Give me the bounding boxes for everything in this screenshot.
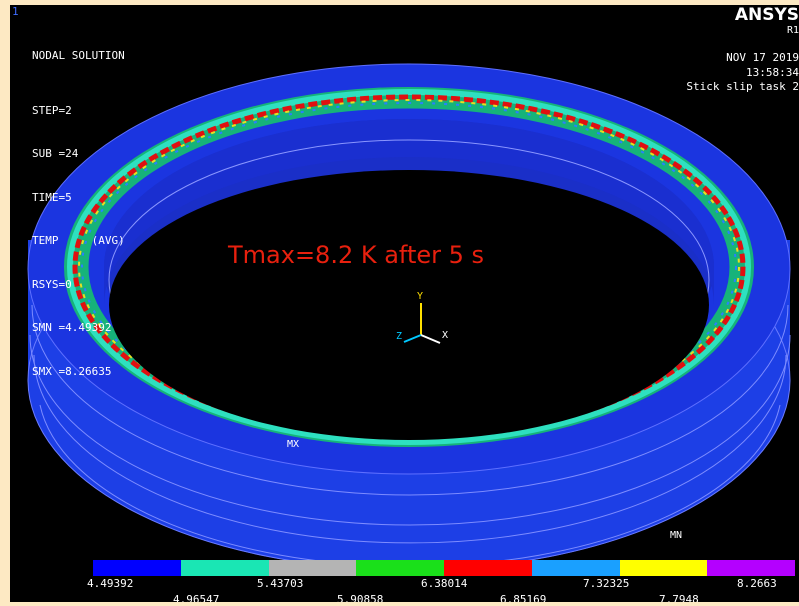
ring-top-outline <box>27 63 791 475</box>
contact-band-cyan <box>67 89 751 445</box>
min-marker: MN <box>670 530 683 541</box>
max-marker: MX <box>287 439 300 450</box>
viewport-number: 1 <box>12 5 19 18</box>
job-title: Stick slip task 2 <box>686 80 799 93</box>
legend-swatch <box>707 560 795 576</box>
info-line-smn: SMN =4.49392 <box>32 321 112 334</box>
ring-model-render <box>27 63 791 571</box>
legend-tick: 7.7948 <box>659 593 699 602</box>
legend-tick: 5.90858 <box>337 593 384 602</box>
info-line-step: STEP=2 <box>32 103 72 117</box>
graphics-window[interactable]: 1 NODAL SOLUTION STEP=2 SUB =24 TIME=5 T… <box>10 5 799 602</box>
legend-tick: 4.49392 <box>87 577 134 590</box>
ring-bore-hole <box>109 170 709 440</box>
legend-swatch <box>268 560 357 576</box>
legend-tick: 4.96547 <box>173 593 220 602</box>
info-line-time: TIME=5 <box>32 190 72 204</box>
legend-tick: 6.85169 <box>500 593 547 602</box>
legend-swatch <box>444 560 532 576</box>
legend-swatch <box>180 560 269 576</box>
legend-color-bar <box>93 560 795 576</box>
y-axis-label: Y <box>417 291 424 302</box>
legend-tick: 6.38014 <box>421 577 468 590</box>
z-axis-arrow <box>403 334 422 343</box>
info-line-smx: SMX =8.26635 <box>32 364 112 378</box>
release-label: R1 <box>786 25 799 36</box>
time-text: 13:58:34 <box>746 65 799 79</box>
x-axis-label: X <box>442 330 449 341</box>
info-line-temp: TEMP (AVG) <box>32 234 125 247</box>
contact-band-yellow <box>78 99 740 435</box>
info-line-sub: SUB =24 <box>32 147 79 160</box>
ring-groove-line <box>33 354 787 544</box>
ansys-logo-text: ANSYS <box>734 5 799 25</box>
legend-swatch <box>356 560 444 576</box>
legend-tick: 8.2663 <box>737 577 777 590</box>
x-axis-arrow <box>420 334 441 344</box>
date-text: NOV 17 2019 <box>726 51 799 64</box>
legend-swatch <box>93 560 181 576</box>
solution-info-panel: NODAL SOLUTION STEP=2 SUB =24 TIME=5 TEM… <box>32 20 125 408</box>
legend-swatch <box>531 560 620 576</box>
ring-inner-wall <box>104 119 714 305</box>
z-axis-label: Z <box>396 331 403 342</box>
solution-title: NODAL SOLUTION <box>32 49 125 62</box>
ring-groove-line <box>29 334 791 526</box>
info-line-rsys: RSYS=0 <box>32 277 72 291</box>
tmax-annotation: Tmax=8.2 K after 5 s <box>228 241 485 269</box>
ring-groove-line <box>31 304 789 496</box>
legend-tick: 7.32325 <box>583 577 630 590</box>
legend-tick: 5.43703 <box>257 577 304 590</box>
legend-swatch <box>619 560 708 576</box>
contour-legend: 4.49392 5.43703 6.38014 7.32325 8.2663 4… <box>87 560 795 602</box>
